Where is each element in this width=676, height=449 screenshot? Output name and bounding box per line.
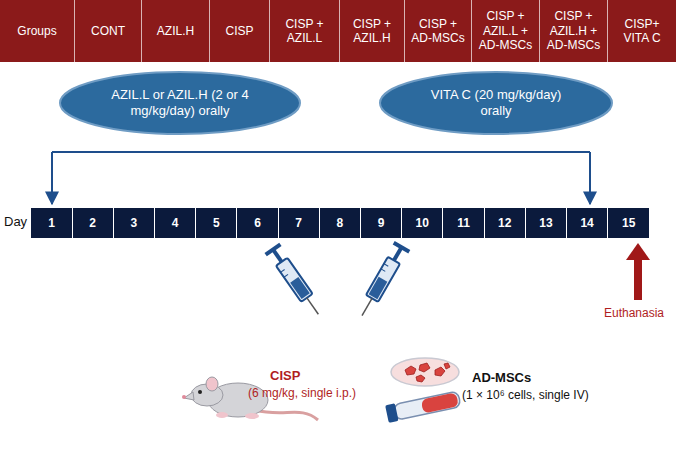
day-cell: 14 — [567, 208, 608, 238]
day-number: 14 — [580, 216, 593, 230]
treatment-ellipse: VITA C (20 mg/kg/day) orally — [378, 70, 614, 136]
euthanasia-arrow — [626, 243, 650, 300]
ellipse-outline — [380, 72, 612, 134]
treatment-label: AD-MSCs — [472, 370, 531, 386]
day-number: 4 — [172, 216, 179, 230]
day-cell: 5 — [196, 208, 237, 238]
group-name: CISP + AZIL.H — [343, 17, 401, 46]
dose-label: (6 mg/kg, single i.p.) — [248, 386, 356, 400]
group-header-cell: CISP+ VITA C — [608, 0, 676, 62]
group-header-cell: CISP + AZIL.H — [340, 0, 405, 62]
group-name: CISP — [225, 24, 253, 38]
group-name: AZIL.H — [157, 24, 194, 38]
day-number: 15 — [622, 216, 635, 230]
day-number: 6 — [254, 216, 261, 230]
day-number: 9 — [378, 216, 385, 230]
day-cell: 1 — [31, 208, 72, 238]
day-cell: 6 — [237, 208, 278, 238]
group-name: CISP + AZIL.L — [273, 17, 336, 46]
syringe-icon — [354, 241, 410, 320]
ellipse-outline — [60, 72, 300, 134]
day-cell: 2 — [73, 208, 114, 238]
group-header-cell: CONT — [75, 0, 142, 62]
day-number: 10 — [416, 216, 429, 230]
group-name: CISP + AD-MSCs — [408, 17, 468, 46]
day-number: 1 — [48, 216, 55, 230]
treatment-bracket — [52, 152, 590, 204]
group-header-cell: CISP — [210, 0, 270, 62]
group-header-cell: CISP + AD-MSCs — [405, 0, 472, 62]
group-name: CISP + AZIL.H + AD-MSCs — [543, 9, 604, 52]
group-header-cell: CISP + AZIL.L — [270, 0, 340, 62]
day-cell: 3 — [114, 208, 155, 238]
group-name: CONT — [91, 24, 125, 38]
syringe-icon — [265, 243, 326, 320]
axis-label: Day — [4, 214, 27, 230]
day-cell: 12 — [485, 208, 526, 238]
day-number: 12 — [498, 216, 511, 230]
group-header-cell: CISP + AZIL.L + AD-MSCs — [472, 0, 540, 62]
day-number: 7 — [295, 216, 302, 230]
stem-cell-tube — [385, 358, 461, 423]
day-cell: 7 — [279, 208, 320, 238]
group-header-cell: CISP + AZIL.H + AD-MSCs — [540, 0, 608, 62]
day-cell: 4 — [155, 208, 196, 238]
day-number: 2 — [89, 216, 96, 230]
day-cell: 9 — [361, 208, 402, 238]
day-number: 13 — [539, 216, 552, 230]
treatment-text: VITA C (20 mg/kg/day) orally — [418, 87, 574, 118]
treatment-ellipse: AZIL.L or AZIL.H (2 or 4 mg/kg/day) oral… — [58, 70, 302, 136]
group-header-cell: AZIL.H — [142, 0, 210, 62]
day-number: 8 — [337, 216, 344, 230]
day-cell: 10 — [402, 208, 443, 238]
day-cell: 11 — [443, 208, 484, 238]
day-number: 3 — [131, 216, 138, 230]
treatment-label: CISP — [270, 368, 300, 384]
day-number: 5 — [213, 216, 220, 230]
day-number: 11 — [457, 216, 470, 230]
dose-label: (1 × 10⁶ cells, single IV) — [462, 388, 589, 402]
day-cell: 8 — [320, 208, 361, 238]
group-name: CISP + AZIL.L + AD-MSCs — [475, 9, 536, 52]
treatment-text: AZIL.L or AZIL.H (2 or 4 mg/kg/day) oral… — [92, 87, 268, 118]
group-name: CISP+ VITA C — [611, 17, 673, 46]
event-label: Euthanasia — [604, 306, 664, 320]
day-cell: 13 — [526, 208, 567, 238]
day-cell: 15 — [608, 208, 649, 238]
group-header-cell: Groups — [0, 0, 75, 62]
group-name: Groups — [17, 24, 56, 38]
